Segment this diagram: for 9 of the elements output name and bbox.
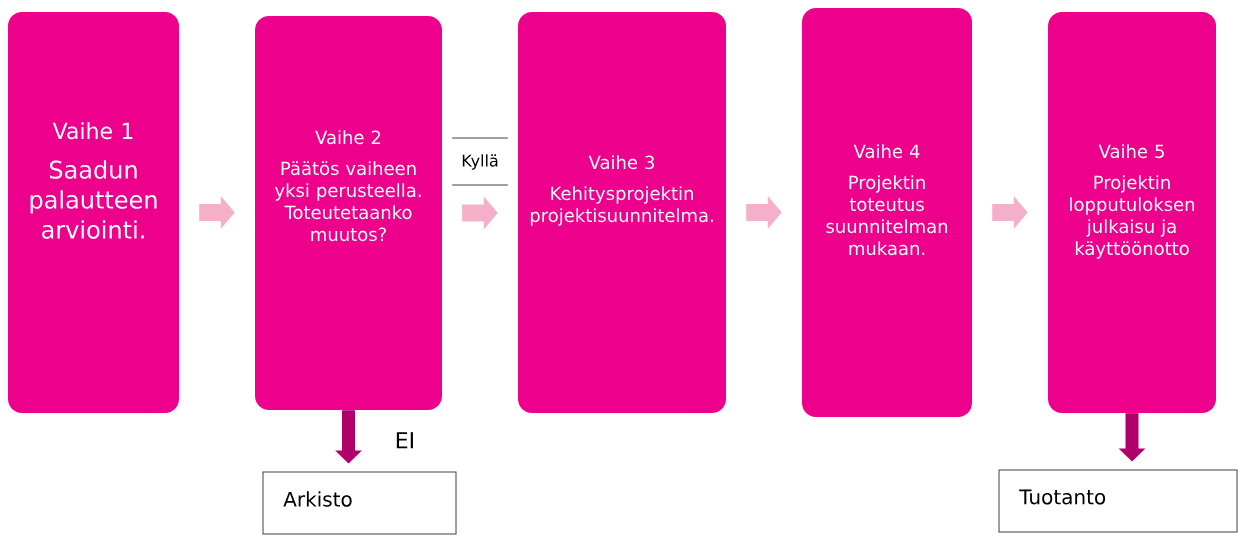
edge-label: EI: [396, 432, 413, 449]
stage-box: Vaihe 3 Kehitysprojektin projektisuunnitelma.: [518, 12, 726, 413]
stage-box: Vaihe 4 Projektin toteutus suunnitelman mukaan.: [802, 8, 972, 417]
stage-box: Vaihe 5 Projektin lopputuloksen julkaisu ja käyttöönotto: [1048, 12, 1216, 413]
outcome-box: Tuotanto: [998, 469, 1238, 533]
stage-box: Vaihe 2 Päätös vaiheen yksi perusteella. Toteutetaanko muutos?: [255, 16, 442, 410]
stage-box: Vaihe 1 Saadun palautteen arviointi.: [8, 12, 179, 413]
edge-label: Kyllä: [462, 154, 498, 170]
outcome-box: Arkisto: [262, 471, 457, 535]
